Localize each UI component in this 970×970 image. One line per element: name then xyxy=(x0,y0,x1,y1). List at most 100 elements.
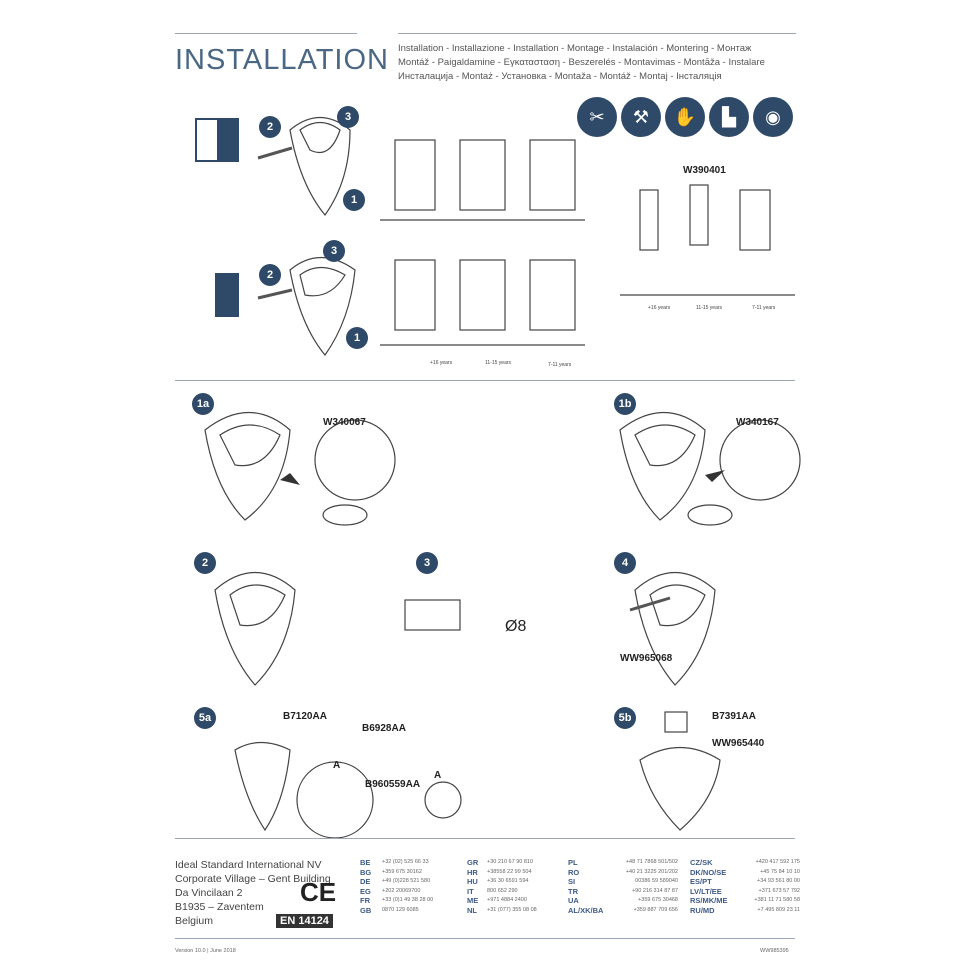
phone-number: +420 417 592 175 xyxy=(755,859,800,865)
country-code: BE xyxy=(360,858,371,867)
step-badge-1a: 1a xyxy=(192,393,214,415)
part-number: WW965440 xyxy=(712,738,765,749)
part-number: W390401 xyxy=(683,165,726,176)
country-code: AL/XK/BA xyxy=(568,905,604,915)
part-number: W340067 xyxy=(323,417,366,428)
country-code: FR xyxy=(360,896,370,905)
phone-number: 0870 129 6085 xyxy=(382,906,419,913)
country-code: HR xyxy=(467,867,478,877)
country-code: EG xyxy=(360,886,371,896)
document-code: WW985395 xyxy=(760,948,789,954)
address-line: B1935 – Zaventem xyxy=(175,901,264,913)
country-code: ME xyxy=(467,896,479,905)
country-code: CZ/SK xyxy=(690,858,713,867)
part-number: B7391AA xyxy=(712,711,756,722)
country-code: PL xyxy=(568,858,578,867)
country-code: ES/PT xyxy=(690,877,712,886)
age-label: 7-11 years xyxy=(752,305,776,311)
contact-row: NL+31 (077) 355 08 08 xyxy=(467,906,547,916)
phone-number: +31 (077) 355 08 08 xyxy=(487,906,537,913)
step-badge: 2 xyxy=(259,116,281,138)
contact-row: IT 800 652 290 xyxy=(467,887,547,897)
contact-row: GB 0870 129 6085 xyxy=(360,906,442,916)
phone-number: +33 (0)1 49 38 28 00 xyxy=(382,897,434,903)
step-badge: 3 xyxy=(337,106,359,128)
contact-row: BE +32 (02) 525 66 33 xyxy=(360,858,442,868)
phone-number: +90 216 314 87 87 xyxy=(631,887,678,894)
country-code: HU xyxy=(467,877,478,886)
age-label: +16 years xyxy=(430,360,453,366)
country-code: IT xyxy=(467,886,474,896)
part-number: B6928AA xyxy=(362,723,406,734)
flush-config-icon xyxy=(195,273,239,317)
age-label: 11-15 years xyxy=(485,360,512,366)
phone-number: +32 (02) 525 66 33 xyxy=(382,859,429,865)
languages-line: Montáž - Paigaldamine - Εγκατασταση - Be… xyxy=(398,57,765,68)
step-badge: 3 xyxy=(323,240,345,262)
contact-row: PL +48 71 7868 501/502 xyxy=(568,858,678,868)
phone-number: +48 71 7868 501/502 xyxy=(625,859,678,865)
step-badge-3: 3 xyxy=(416,552,438,574)
sensor-config-icon xyxy=(195,118,239,162)
company-address: Ideal Standard International NV Corporat… xyxy=(175,858,331,928)
phone-number: +34 93 561 80 00 xyxy=(757,878,800,884)
country-code: RO xyxy=(568,867,580,877)
contact-row: SI 00386 59 589040 xyxy=(568,877,678,887)
phone-number: +40 21 3225 201/202 xyxy=(625,868,678,875)
country-code: DE xyxy=(360,877,371,886)
phone-number: +359 675 30468 xyxy=(638,897,678,903)
age-label: +16 years xyxy=(648,305,671,311)
language-list: Installation - Installazione - Installat… xyxy=(398,42,798,84)
step-badge-1b: 1b xyxy=(614,393,636,415)
age-label: 11-15 years xyxy=(696,305,723,311)
contact-row: LV/LT/EE+371 673 57 792 xyxy=(690,887,800,897)
country-code: LV/LT/EE xyxy=(690,886,722,896)
country-code: SI xyxy=(568,877,576,886)
phone-number: +45 75 84 10 10 xyxy=(760,868,800,875)
goggles-icon: ◉ xyxy=(753,97,793,137)
country-code: RU/MD xyxy=(690,905,715,915)
step-badge-2: 2 xyxy=(194,552,216,574)
country-code: TR xyxy=(568,886,578,896)
contact-row: FR +33 (0)1 49 38 28 00 xyxy=(360,896,442,906)
step-badge-5b: 5b xyxy=(614,707,636,729)
phone-number: 00386 59 589040 xyxy=(635,878,678,884)
languages-line: Installation - Installazione - Installat… xyxy=(398,43,752,54)
section-label: A xyxy=(434,770,442,781)
languages-line: Инсталација - Montaż - Установка - Monta… xyxy=(398,71,722,82)
address-line: Corporate Village – Gent Building xyxy=(175,873,331,885)
contact-row: ES/PT +34 93 561 80 00 xyxy=(690,877,800,887)
phone-number: 800 652 290 xyxy=(487,887,518,894)
step-badge: 1 xyxy=(343,189,365,211)
page-title: INSTALLATION xyxy=(175,44,389,76)
phone-number: +49 (0)228 521 580 xyxy=(382,878,431,884)
country-code: GB xyxy=(360,905,372,915)
phone-number: +359 675 30162 xyxy=(382,868,422,875)
contact-row: TR +90 216 314 87 87 xyxy=(568,887,678,897)
boots-icon: ▙ xyxy=(709,97,749,137)
phone-number: +7 495 809 23 11 xyxy=(757,906,800,913)
installer-icon: ⚒ xyxy=(621,97,661,137)
step-badge: 2 xyxy=(259,264,281,286)
country-code: RS/MK/ME xyxy=(690,896,728,905)
phone-number: +359 887 709 656 xyxy=(633,906,678,913)
part-number: B7120AA xyxy=(283,711,327,722)
contact-row: EG+202 20069700 xyxy=(360,887,442,897)
country-code: BG xyxy=(360,867,372,877)
contact-row: RU/MD +7 495 809 23 11 xyxy=(690,906,800,916)
country-code: UA xyxy=(568,896,579,905)
contact-row: BG +359 675 30162 xyxy=(360,868,442,878)
phone-number: +36 30 6591 594 xyxy=(487,878,529,884)
phone-number: +381 11 71 580 58 xyxy=(754,897,800,903)
step-badge: 1 xyxy=(346,327,368,349)
contact-row: CZ/SK +420 417 592 175 xyxy=(690,858,800,868)
drill-size: Ø8 xyxy=(505,618,527,635)
country-code: DK/NO/SE xyxy=(690,867,727,877)
contact-row: RO +40 21 3225 201/202 xyxy=(568,868,678,878)
section-label: A xyxy=(333,760,341,771)
standard-badge: EN 14124 xyxy=(276,914,333,928)
age-label: 7-11 years xyxy=(548,362,572,368)
